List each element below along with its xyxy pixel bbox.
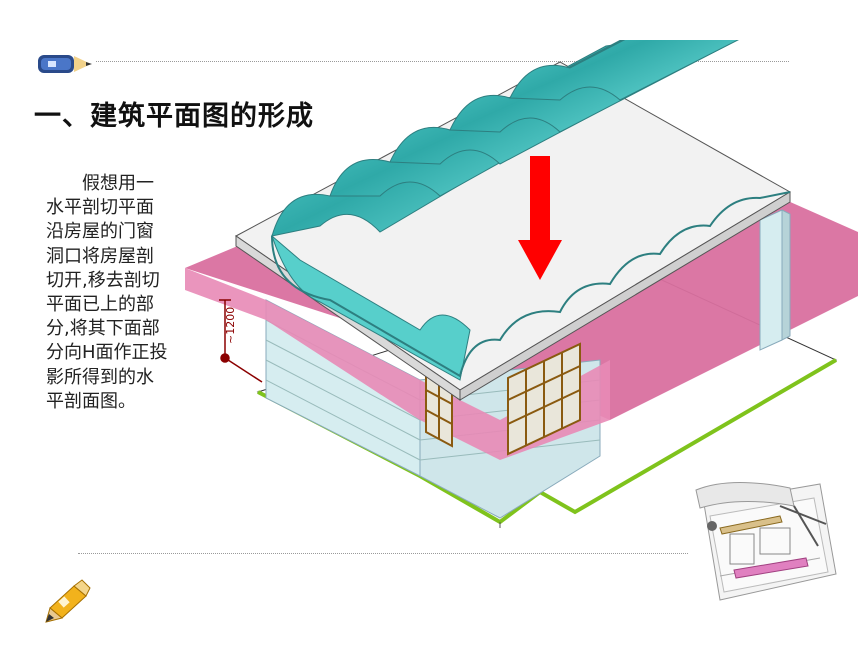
column xyxy=(759,209,783,351)
roof-front-edge xyxy=(271,191,791,378)
top-dotted-rule xyxy=(96,61,789,62)
pencil-icon xyxy=(44,578,94,628)
drafting-tools-icon xyxy=(690,476,840,612)
building-section-figure: ~1200 xyxy=(180,0,860,534)
window-right xyxy=(507,342,581,456)
dimension-label: ~1200 xyxy=(224,307,237,344)
pencil-icon xyxy=(36,52,96,82)
page-title: 一、建筑平面图的形成 xyxy=(34,101,314,132)
section-plane-front xyxy=(185,268,610,460)
projection-arrow xyxy=(518,156,562,280)
bottom-dotted-rule xyxy=(78,553,688,554)
body-paragraph: 假想用一水平剖切平面沿房屋的门窗洞口将房屋剖切开,移去剖切平面已上的部分,将其下… xyxy=(46,173,168,412)
dimension-marker xyxy=(219,299,263,383)
